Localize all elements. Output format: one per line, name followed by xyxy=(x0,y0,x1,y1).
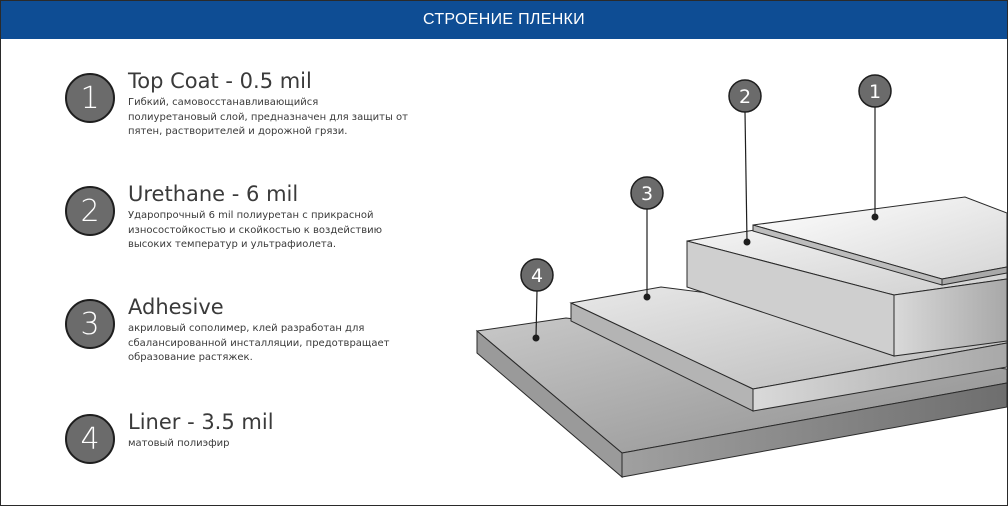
layer-number-badge: 2 xyxy=(65,186,115,236)
layer-number-badge: 3 xyxy=(65,299,115,349)
layer-item-urethane: 2 Urethane - 6 mil Ударопрочный 6 mil по… xyxy=(65,182,405,256)
layer-description: Гибкий, самовосстанавливающийся полиурет… xyxy=(128,97,408,137)
layer-item-adhesive: 3 Adhesive акриловый сополимер, клей раз… xyxy=(65,295,405,369)
layer-description: матовый полиэфир xyxy=(128,438,230,449)
callout-3: 3 xyxy=(630,176,664,301)
page-title: СТРОЕНИЕ ПЛЕНКИ xyxy=(423,11,585,28)
layers-diagram: 1 2 3 4 xyxy=(475,74,1007,479)
layer-title: Adhesive xyxy=(128,295,224,319)
callout-3-label: 3 xyxy=(641,183,653,205)
layer-title: Urethane - 6 mil xyxy=(128,182,299,206)
layer-item-liner: 4 Liner - 3.5 mil матовый полиэфир xyxy=(65,410,405,484)
top-coat-layer-shape xyxy=(752,196,1007,286)
layer-description: акриловый сополимер, клей разработан для… xyxy=(128,323,390,363)
layer-item-top-coat: 1 Top Coat - 0.5 mil Гибкий, самовосстан… xyxy=(65,69,408,143)
callout-1: 1 xyxy=(858,74,892,221)
header-bar: СТРОЕНИЕ ПЛЕНКИ xyxy=(1,1,1007,39)
layer-title: Liner - 3.5 mil xyxy=(128,410,274,434)
callout-1-label: 1 xyxy=(869,81,881,103)
callout-4: 4 xyxy=(520,258,554,342)
callout-4-label: 4 xyxy=(531,265,543,287)
layer-number-badge: 4 xyxy=(65,414,115,464)
layer-description: Ударопрочный 6 mil полиуретан с прикрасн… xyxy=(128,210,383,250)
callout-2: 2 xyxy=(728,79,762,246)
callout-2-label: 2 xyxy=(739,86,751,108)
layer-number-badge: 1 xyxy=(65,73,115,123)
layer-title: Top Coat - 0.5 mil xyxy=(128,69,312,93)
adhesive-layer-shape xyxy=(569,286,1007,412)
